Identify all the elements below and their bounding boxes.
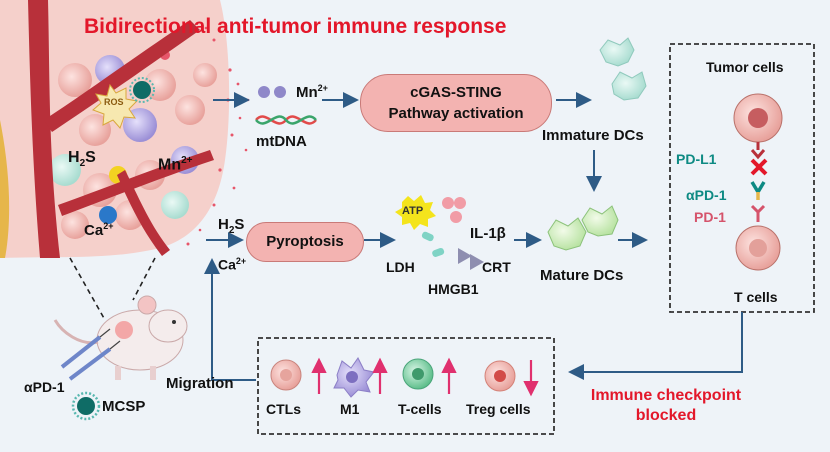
checkpoint-blocked-line1: Immune checkpoint [590,387,742,404]
apd1-label: αPD-1 [686,187,727,203]
tumor-h2s-label: H2S [68,149,96,170]
mouse-illustration [53,295,188,380]
immature-dc-cells [599,37,647,101]
cgas-sting-line1: cGAS-STING [410,84,502,101]
treg-cells-label: Treg cells [466,401,531,417]
mn-ions-icon [258,86,286,98]
pd1-label: PD-1 [694,209,726,225]
arrow-migration [204,258,256,381]
mature-dcs-label: Mature DCs [540,267,624,284]
mcsp-label: MCSP [102,398,146,415]
atp-burst [395,195,436,230]
il1b-label: IL-1β [470,225,506,242]
immature-dcs-label: Immature DCs [542,127,644,144]
h2s-label: H2S [218,216,245,236]
ca-label: Ca2+ [218,256,247,273]
damp-molecules [421,197,484,270]
ros-burst [92,83,139,129]
m1-cell-icon [333,357,375,398]
cgas-sting-line2: Pathway activation [388,105,524,122]
checkpoint-blocked-line2: blocked [635,407,697,424]
arrow-checkpoint-to-immune [568,312,743,380]
leader-line-left [69,257,106,321]
mature-dc-cells [547,205,619,251]
hmgb1-label: HMGB1 [428,281,479,297]
tumor-cell-icon [733,93,783,143]
atp-label: ATP [402,205,424,217]
block-x-icon [750,158,768,176]
diagram-title: Bidirectional anti-tumor immune response [84,15,507,38]
ctl-cell-icon [270,359,302,391]
t-cells-label: T cells [734,289,778,305]
apd1-antibody [750,181,766,200]
ros-label: ROS [104,97,124,107]
ldh-label: LDH [386,259,415,275]
pd1-receptor [750,204,766,222]
ctls-label: CTLs [266,401,301,417]
migration-label: Migration [166,375,234,392]
m1-label: M1 [340,401,360,417]
t-cells-small-label: T-cells [398,401,442,417]
t-cell-small-icon [402,358,434,390]
crt-label: CRT [482,259,511,275]
mouse-apd1-label: αPD-1 [24,379,65,395]
mtdna-icon [255,115,317,125]
tumor-cells-label: Tumor cells [706,59,784,75]
t-cell-icon [735,225,781,271]
mcsp-particle-top [129,77,155,103]
mcsp-legend-icon [71,391,101,421]
treg-cell-icon [484,360,516,392]
syringes [60,328,121,381]
immune-cells-box [257,337,555,435]
mtdna-label: mtDNA [256,133,307,150]
pdl1-receptor [750,142,766,160]
pyroptosis-pill: Pyroptosis [246,222,364,262]
cgas-sting-pill: cGAS-STING Pathway activation [360,74,552,132]
mn-label: Mn2+ [296,83,328,101]
tumor-tissue [0,0,250,258]
checkpoint-box [669,43,815,313]
pdl1-label: PD-L1 [676,151,717,167]
tumor-mn-label: Mn2+ [158,155,193,174]
blood-vessel [0,0,214,258]
leader-line-right [132,257,156,301]
tumor-ca-label: Ca2+ [84,221,114,239]
